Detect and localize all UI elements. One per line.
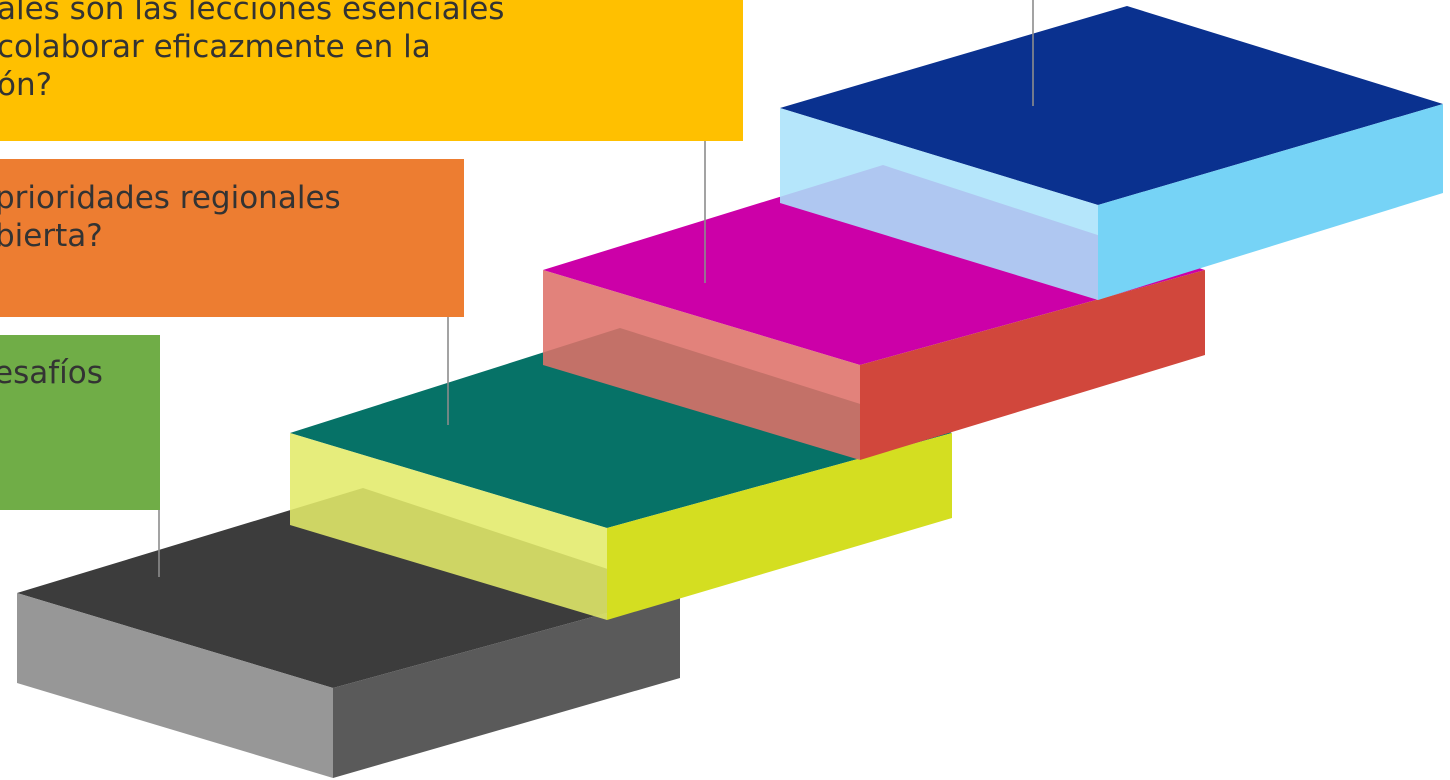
callout-question-2: prioridades regionales bierta? (0, 159, 464, 317)
step-1-right-face (333, 593, 680, 778)
step-4-top (780, 6, 1443, 205)
step-1 (17, 488, 680, 778)
step-3-right-face (860, 270, 1205, 460)
step-3-top (543, 165, 1205, 365)
callout-question-2-text: prioridades regionales bierta? (0, 180, 341, 254)
step-3-left-face (543, 270, 860, 460)
callout-question-1-text: esafíos (0, 355, 103, 391)
step-1-left-face (17, 593, 333, 778)
step-2-top (290, 328, 952, 528)
step-4-left-face (780, 108, 1098, 300)
callout-question-1: esafíos (0, 335, 160, 510)
step-1-top (17, 488, 680, 688)
step-3 (543, 165, 1205, 460)
callout-question-3-text: ales son las lecciones esenciales colabo… (0, 0, 505, 103)
step-4-right-face (1098, 104, 1443, 300)
callout-question-3: ales son las lecciones esenciales colabo… (0, 0, 743, 141)
step-2-left-face (290, 433, 607, 620)
step-2 (290, 328, 952, 620)
step-4 (780, 6, 1443, 300)
step-2-right-face (607, 433, 952, 620)
